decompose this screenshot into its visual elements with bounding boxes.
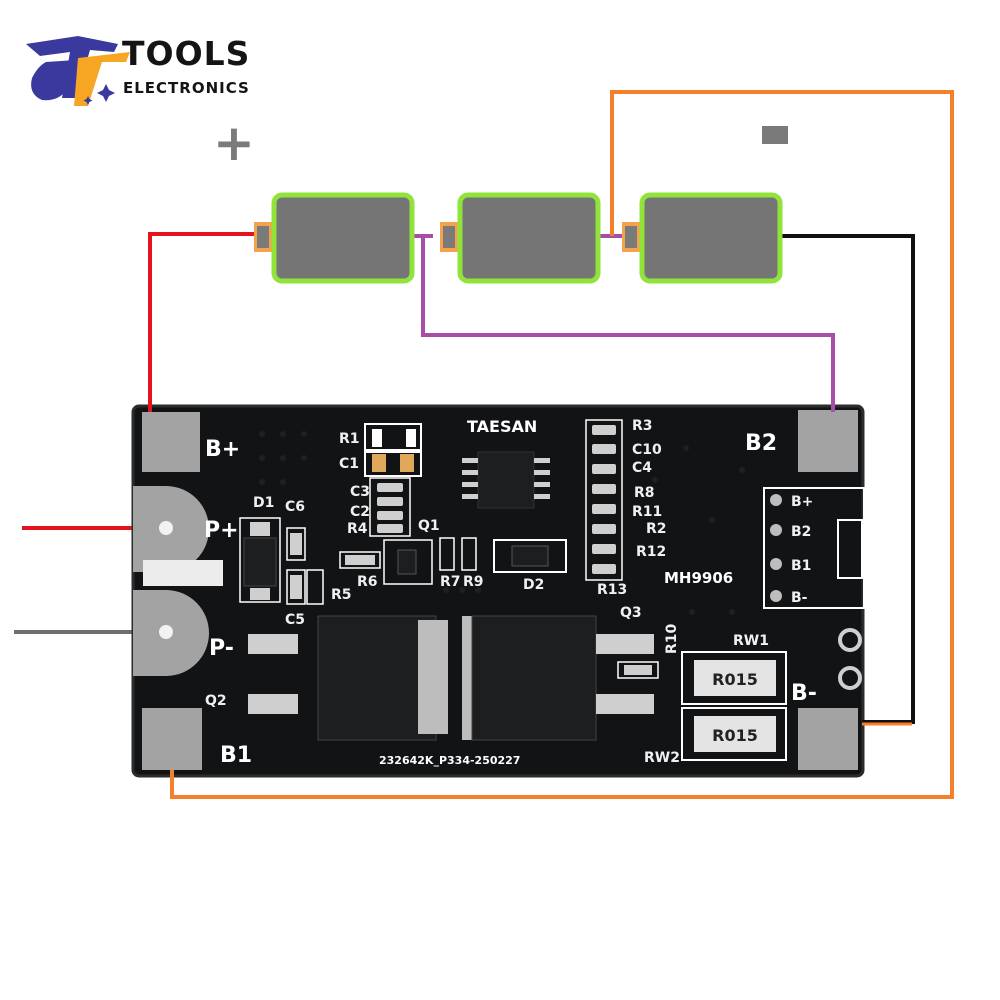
label-r1: R1 bbox=[339, 431, 360, 447]
label-b-minus: B- bbox=[791, 681, 817, 706]
label-b2: B2 bbox=[745, 431, 777, 456]
positive-symbol: + bbox=[213, 114, 255, 172]
connector-pin-3: B1 bbox=[791, 558, 811, 574]
battery-cell-3 bbox=[622, 192, 783, 284]
label-b1: B1 bbox=[220, 743, 252, 768]
part-number-label: 232642K_P334-250227 bbox=[379, 754, 520, 767]
label-r8: R8 bbox=[634, 485, 655, 501]
label-r5: R5 bbox=[331, 587, 352, 603]
battery-cell-1 bbox=[254, 192, 415, 284]
label-q3: Q3 bbox=[620, 605, 642, 621]
label-r13: R13 bbox=[597, 582, 627, 598]
label-c5: C5 bbox=[285, 612, 305, 628]
shunt-rw2: R015 bbox=[681, 707, 787, 761]
rw1-marking: R015 bbox=[712, 670, 758, 689]
battery-cell-2 bbox=[440, 192, 601, 284]
label-b-plus: B+ bbox=[205, 437, 240, 462]
p-plus-pad bbox=[159, 521, 173, 535]
left-component-cluster bbox=[364, 423, 422, 537]
label-r2: R2 bbox=[646, 521, 667, 537]
shunt-rw1: R015 bbox=[681, 651, 787, 705]
b-minus-wire bbox=[782, 234, 915, 724]
connector-pin-4: B- bbox=[791, 590, 808, 606]
label-c6: C6 bbox=[285, 499, 305, 515]
negative-symbol: - bbox=[762, 126, 788, 144]
balance-connector bbox=[763, 487, 865, 609]
label-rw1: RW1 bbox=[733, 633, 769, 649]
label-d1: D1 bbox=[253, 495, 274, 511]
white-label-strip bbox=[143, 560, 223, 586]
b2-wire bbox=[421, 236, 835, 412]
controller-ic bbox=[462, 451, 550, 509]
resistor-column bbox=[585, 419, 623, 581]
label-r7: R7 bbox=[440, 574, 461, 590]
label-c1: C1 bbox=[339, 456, 359, 472]
label-r6: R6 bbox=[357, 574, 378, 590]
label-r3: R3 bbox=[632, 418, 653, 434]
label-d2: D2 bbox=[523, 577, 544, 593]
rw2-marking: R015 bbox=[712, 726, 758, 745]
pcb-board: B+ B2 P+ P- B1 B- TAESAN MH9906 232642K_… bbox=[131, 404, 865, 778]
b1-wire bbox=[170, 90, 954, 799]
label-r4: R4 bbox=[347, 521, 368, 537]
label-q1: Q1 bbox=[418, 518, 440, 534]
p-minus-pad bbox=[159, 625, 173, 639]
label-r10: R10 bbox=[664, 623, 680, 654]
label-c2: C2 bbox=[350, 504, 370, 520]
label-c4: C4 bbox=[632, 460, 652, 476]
logo-mark-icon bbox=[26, 36, 130, 106]
model-label: MH9906 bbox=[664, 569, 733, 587]
label-p-minus: P- bbox=[209, 636, 234, 661]
label-q2: Q2 bbox=[205, 693, 227, 709]
brand-logo bbox=[18, 22, 268, 112]
pad-b2 bbox=[798, 410, 858, 472]
mosfet-q2 bbox=[248, 615, 448, 741]
label-r12: R12 bbox=[636, 544, 666, 560]
mosfet-q3 bbox=[462, 615, 654, 741]
maker-label: TAESAN bbox=[467, 417, 537, 436]
pad-b-minus bbox=[798, 708, 858, 770]
brand-tagline: ELECTRONICS bbox=[123, 79, 250, 97]
label-r9: R9 bbox=[463, 574, 484, 590]
brand-name: TOOLS bbox=[122, 34, 251, 73]
label-r11: R11 bbox=[632, 504, 662, 520]
label-c3: C3 bbox=[350, 484, 370, 500]
label-p-plus: P+ bbox=[204, 518, 239, 543]
label-c10: C10 bbox=[632, 442, 662, 458]
connector-pin-2: B2 bbox=[791, 524, 811, 540]
b-plus-wire bbox=[148, 232, 262, 412]
label-rw2: RW2 bbox=[644, 750, 680, 766]
pad-b1 bbox=[142, 708, 202, 770]
diode-d1 bbox=[239, 517, 281, 603]
pad-b-plus bbox=[142, 412, 200, 472]
connector-pin-1: B+ bbox=[791, 494, 813, 510]
